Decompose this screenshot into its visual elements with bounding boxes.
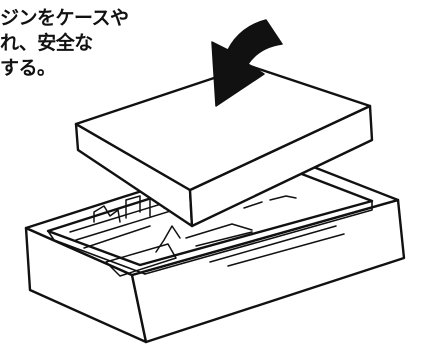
caption-line-1: ジンをケースや [0, 7, 129, 29]
caption-line-2: れ、安全な [0, 32, 93, 54]
curved-arrow-icon [211, 19, 283, 107]
case-contents [69, 185, 345, 277]
caption-line-3: する。 [0, 57, 56, 79]
case-lid [74, 64, 374, 228]
instruction-caption: ジンをケースや れ、安全な する。 [0, 6, 200, 81]
